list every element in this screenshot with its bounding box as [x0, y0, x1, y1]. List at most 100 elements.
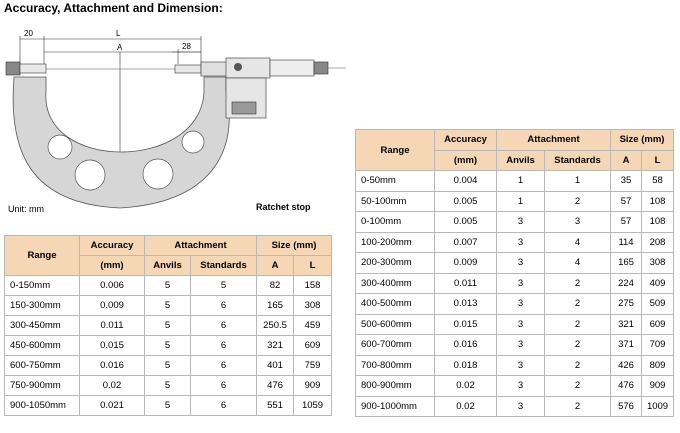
accuracy-cell: 0.016: [434, 334, 497, 356]
accuracy-cell: 0.004: [434, 170, 497, 192]
anvil-knurl-icon: [5, 61, 21, 76]
size-a-cell: 35: [610, 170, 643, 192]
accuracy-cell: 0.007: [434, 231, 497, 253]
anvils-header: Anvils: [144, 255, 191, 276]
standards-cell: 2: [543, 190, 612, 212]
range-cell: 900-1050mm: [4, 395, 80, 416]
range-cell: 600-750mm: [4, 355, 80, 376]
size-l-cell: 1009: [641, 395, 675, 417]
size-a-cell: 165: [256, 295, 295, 316]
anvils-cell: 3: [496, 211, 545, 233]
size-l-cell: 108: [641, 211, 675, 233]
standards-cell: 2: [543, 354, 612, 376]
size-a-cell: 401: [256, 355, 295, 376]
size-a-cell: 224: [610, 272, 643, 294]
size-a-cell: 476: [256, 375, 295, 396]
dim-28-label: 28: [182, 42, 191, 51]
accuracy-cell: 0.015: [434, 313, 497, 335]
standards-cell: 4: [543, 231, 612, 253]
frame-hole-icon: [74, 159, 106, 191]
standards-cell: 6: [189, 375, 258, 396]
size-a-cell: 576: [610, 395, 643, 417]
size-l-cell: 409: [641, 272, 675, 294]
accuracy-cell: 0.02: [434, 395, 497, 417]
anvils-cell: 5: [144, 315, 191, 336]
accuracy-header: Accuracy: [434, 129, 497, 151]
size-a-cell: 82: [256, 275, 295, 296]
standards-cell: 2: [543, 375, 612, 397]
anvil-icon: [19, 63, 47, 74]
size-l-cell: 609: [641, 313, 675, 335]
range-cell: 0-150mm: [4, 275, 80, 296]
accuracy-cell: 0.018: [434, 354, 497, 376]
accuracy-cell: 0.009: [79, 295, 145, 316]
range-cell: 900-1000mm: [355, 395, 435, 417]
size-a-cell: 275: [610, 293, 643, 315]
range-header: Range: [4, 235, 80, 276]
range-cell: 100-200mm: [355, 231, 435, 253]
spec-table-left: Range Accuracy Attachment Size (mm) (mm)…: [4, 235, 333, 416]
standards-cell: 2: [543, 395, 612, 417]
standards-cell: 5: [189, 275, 258, 296]
lock-lever-icon: [234, 63, 242, 71]
unit-label: Unit: mm: [8, 204, 44, 214]
size-l-cell: 108: [641, 190, 675, 212]
anvils-cell: 3: [496, 375, 545, 397]
standards-cell: 2: [543, 334, 612, 356]
accuracy-cell: 0.011: [79, 315, 145, 336]
range-header: Range: [355, 129, 435, 171]
range-cell: 600-700mm: [355, 334, 435, 356]
range-cell: 450-600mm: [4, 335, 80, 356]
attachment-header: Attachment: [143, 235, 258, 256]
size-a-cell: 321: [256, 335, 295, 356]
size-header: Size (mm): [610, 129, 675, 151]
size-a-cell: 57: [610, 190, 643, 212]
size-a-cell: 57: [610, 211, 643, 233]
standards-cell: 1: [543, 170, 612, 192]
size-header: Size (mm): [256, 235, 333, 256]
range-cell: 0-50mm: [355, 170, 435, 192]
standards-cell: 6: [189, 355, 258, 376]
standards-cell: 3: [543, 211, 612, 233]
size-l-cell: 208: [641, 231, 675, 253]
size-l-cell: 509: [641, 293, 675, 315]
standards-cell: 6: [189, 315, 258, 336]
size-a-cell: 114: [610, 231, 643, 253]
anvils-cell: 1: [496, 170, 545, 192]
dim-l-label: L: [116, 29, 121, 38]
dim-20-label: 20: [24, 29, 33, 38]
anvils-cell: 3: [496, 272, 545, 294]
micrometer-frame: [12, 76, 230, 209]
anvils-cell: 5: [144, 355, 191, 376]
size-a-cell: 426: [610, 354, 643, 376]
size-l-header: L: [641, 149, 675, 171]
frame-hole-icon: [142, 158, 174, 190]
size-l-cell: 459: [293, 315, 333, 336]
size-l-cell: 1059: [293, 395, 333, 416]
range-cell: 50-100mm: [355, 190, 435, 212]
size-l-cell: 308: [293, 295, 333, 316]
anvils-cell: 3: [496, 293, 545, 315]
dim-a-label: A: [117, 43, 123, 52]
size-a-header: A: [256, 255, 295, 276]
range-cell: 700-800mm: [355, 354, 435, 376]
range-cell: 150-300mm: [4, 295, 80, 316]
anvils-cell: 3: [496, 354, 545, 376]
range-cell: 400-500mm: [355, 293, 435, 315]
anvils-cell: 3: [496, 231, 545, 253]
size-a-cell: 551: [256, 395, 295, 416]
range-cell: 800-900mm: [355, 375, 435, 397]
ratchet-stop-label: Ratchet stop: [256, 202, 311, 212]
